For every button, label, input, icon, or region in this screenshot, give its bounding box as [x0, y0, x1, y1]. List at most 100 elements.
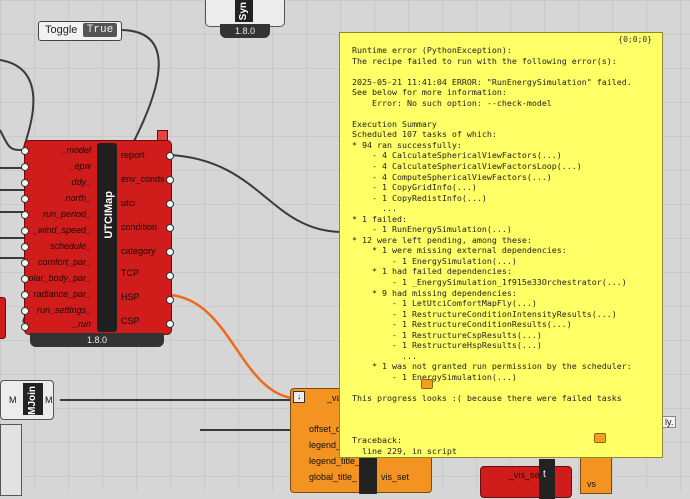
- panel-line: - 1 EnergySimulation(...): [391, 371, 517, 382]
- input-radiance-par[interactable]: radiance_par_: [33, 289, 91, 299]
- syn-version: 1.8.0: [220, 24, 270, 38]
- panel-line: * 1 failed:: [352, 213, 407, 224]
- legend-output-vis-set[interactable]: vis_set: [381, 472, 410, 482]
- panel-line: Traceback:: [352, 435, 402, 446]
- panel-line: - 1 RestructureConditionIntensityResults…: [391, 308, 617, 319]
- input-run-period[interactable]: run_period_: [42, 209, 91, 219]
- legend-input-offset[interactable]: offset_d: [309, 424, 341, 434]
- legend-input-global-title[interactable]: global_title_: [309, 472, 358, 482]
- panel-line: Error: No such option: --check-model: [371, 97, 552, 108]
- panel-line: * 94 ran successfully:: [352, 139, 462, 150]
- input-pin[interactable]: [21, 243, 29, 251]
- vis-set-tag-text: t: [543, 469, 546, 480]
- input-north[interactable]: north_: [65, 193, 91, 203]
- input-schedule[interactable]: schedule_: [49, 241, 91, 251]
- panel-line: This progress looks :( because there wer…: [352, 393, 622, 404]
- wire: [169, 154, 341, 233]
- panel-resize-icon[interactable]: [594, 433, 606, 443]
- input-pin[interactable]: [21, 163, 29, 171]
- clipped-component[interactable]: [0, 297, 6, 339]
- legend-input-title[interactable]: legend_title_: [309, 456, 361, 466]
- orange-right-component[interactable]: vs: [580, 452, 612, 494]
- input-pin[interactable]: [21, 291, 29, 299]
- panel-line: - 1 RestructureHspResults(...): [391, 340, 542, 351]
- syn-tag-text: Syn: [238, 2, 249, 21]
- panel-grip-icon[interactable]: [421, 379, 433, 389]
- output-pin[interactable]: [166, 296, 174, 304]
- panel-line: Runtime error (PythonException):: [352, 45, 512, 55]
- output-category[interactable]: category: [121, 246, 156, 256]
- utcimap-component[interactable]: UTCIMap _model _epw ddy_ north_ run_peri…: [21, 140, 174, 335]
- panel-line: See below for more information:: [352, 87, 507, 98]
- input-model[interactable]: _model: [61, 145, 91, 155]
- panel-line: - 1 RestructureCspResults(...): [391, 329, 542, 340]
- mjoin-input[interactable]: M: [9, 395, 17, 405]
- output-pin[interactable]: [166, 320, 174, 328]
- toggle-component[interactable]: Toggle True: [38, 21, 122, 41]
- mjoin-component[interactable]: M MJoin M: [0, 380, 54, 420]
- output-pin[interactable]: [166, 200, 174, 208]
- input-pin[interactable]: [21, 227, 29, 235]
- input-pin[interactable]: [21, 259, 29, 267]
- panel-line: - 1 RestructureConditionResults(...): [391, 319, 572, 330]
- panel-line: - 1 LetUtciComfortMapFly(...): [391, 298, 537, 309]
- panel-line: Execution Summary: [352, 118, 437, 129]
- panel-line: - 1 _EnergySimulation_1f915e33Orchestrat…: [391, 277, 627, 288]
- output-pin[interactable]: [166, 152, 174, 160]
- utcimap-version: 1.8.0: [30, 333, 164, 347]
- input-pin[interactable]: [21, 211, 29, 219]
- output-env-conds[interactable]: env_conds: [121, 174, 165, 184]
- syn-component[interactable]: Syn: [205, 0, 285, 27]
- input-pin[interactable]: [21, 307, 29, 315]
- panel-line: line 229, in script: [352, 445, 457, 456]
- panel-line: ...: [401, 350, 417, 361]
- input-epw[interactable]: _epw: [69, 161, 91, 171]
- output-pin[interactable]: [166, 248, 174, 256]
- panel-line: The recipe failed to run with the follow…: [352, 55, 617, 66]
- panel-line: * 1 had failed dependencies:: [371, 266, 512, 277]
- input-wind-speed[interactable]: _wind_speed_: [32, 225, 91, 235]
- panel-line: - 1 RunEnergySimulation(...): [371, 224, 512, 235]
- clipped-panel: [0, 424, 22, 496]
- panel-text: Runtime error (PythonException): The rec…: [352, 45, 632, 456]
- output-pin[interactable]: [166, 224, 174, 232]
- vis-set-component[interactable]: _vis_set t: [480, 459, 572, 499]
- input-run-settings[interactable]: run_settings_: [36, 305, 91, 315]
- wire: [0, 59, 35, 151]
- legend-input-legend[interactable]: legend_: [309, 440, 342, 450]
- input-pin[interactable]: [21, 195, 29, 203]
- output-utci[interactable]: utci: [121, 198, 136, 208]
- legend-input-va[interactable]: _va: [327, 393, 342, 403]
- output-condition[interactable]: condition: [121, 222, 158, 232]
- panel-index: {0;0;0}: [618, 35, 652, 44]
- input-pin[interactable]: [21, 147, 29, 155]
- wire: [169, 293, 293, 400]
- output-report[interactable]: report: [121, 150, 145, 160]
- mjoin-tag: MJoin: [23, 383, 43, 415]
- mjoin-output[interactable]: M: [45, 395, 53, 405]
- output-csp[interactable]: CSP: [121, 316, 140, 326]
- input-pin[interactable]: [21, 323, 29, 331]
- input-run[interactable]: _run: [72, 319, 91, 329]
- panel-line: - 4 CalculateSphericalViewFactorsLoop(..…: [371, 161, 582, 172]
- panel-line: * 1 was not granted run permission by th…: [371, 361, 632, 372]
- toggle-label: Toggle: [45, 24, 78, 36]
- vis-set-input[interactable]: _vis_set: [509, 470, 543, 480]
- syn-tag: Syn: [235, 0, 253, 22]
- output-pin[interactable]: [166, 176, 174, 184]
- input-comfort-par[interactable]: comfort_par_: [37, 257, 91, 267]
- input-solar-body-par[interactable]: solar_body_par_: [23, 273, 91, 283]
- error-panel[interactable]: {0;0;0} Runtime error (PythonException):…: [339, 32, 663, 458]
- output-tcp[interactable]: TCP: [121, 268, 139, 278]
- output-hsp[interactable]: HSP: [121, 292, 140, 302]
- input-ddy[interactable]: ddy_: [71, 177, 91, 187]
- wire: [0, 129, 25, 151]
- panel-line: - 4 ComputeSphericalViewFactors(...): [371, 171, 552, 182]
- input-pin[interactable]: [21, 275, 29, 283]
- arrow-down-icon[interactable]: ↓: [293, 391, 305, 403]
- toggle-value[interactable]: True: [83, 23, 117, 37]
- input-pin[interactable]: [21, 179, 29, 187]
- side-label: ly.: [662, 416, 677, 428]
- output-pin[interactable]: [166, 272, 174, 280]
- vs-output[interactable]: vs: [587, 479, 596, 489]
